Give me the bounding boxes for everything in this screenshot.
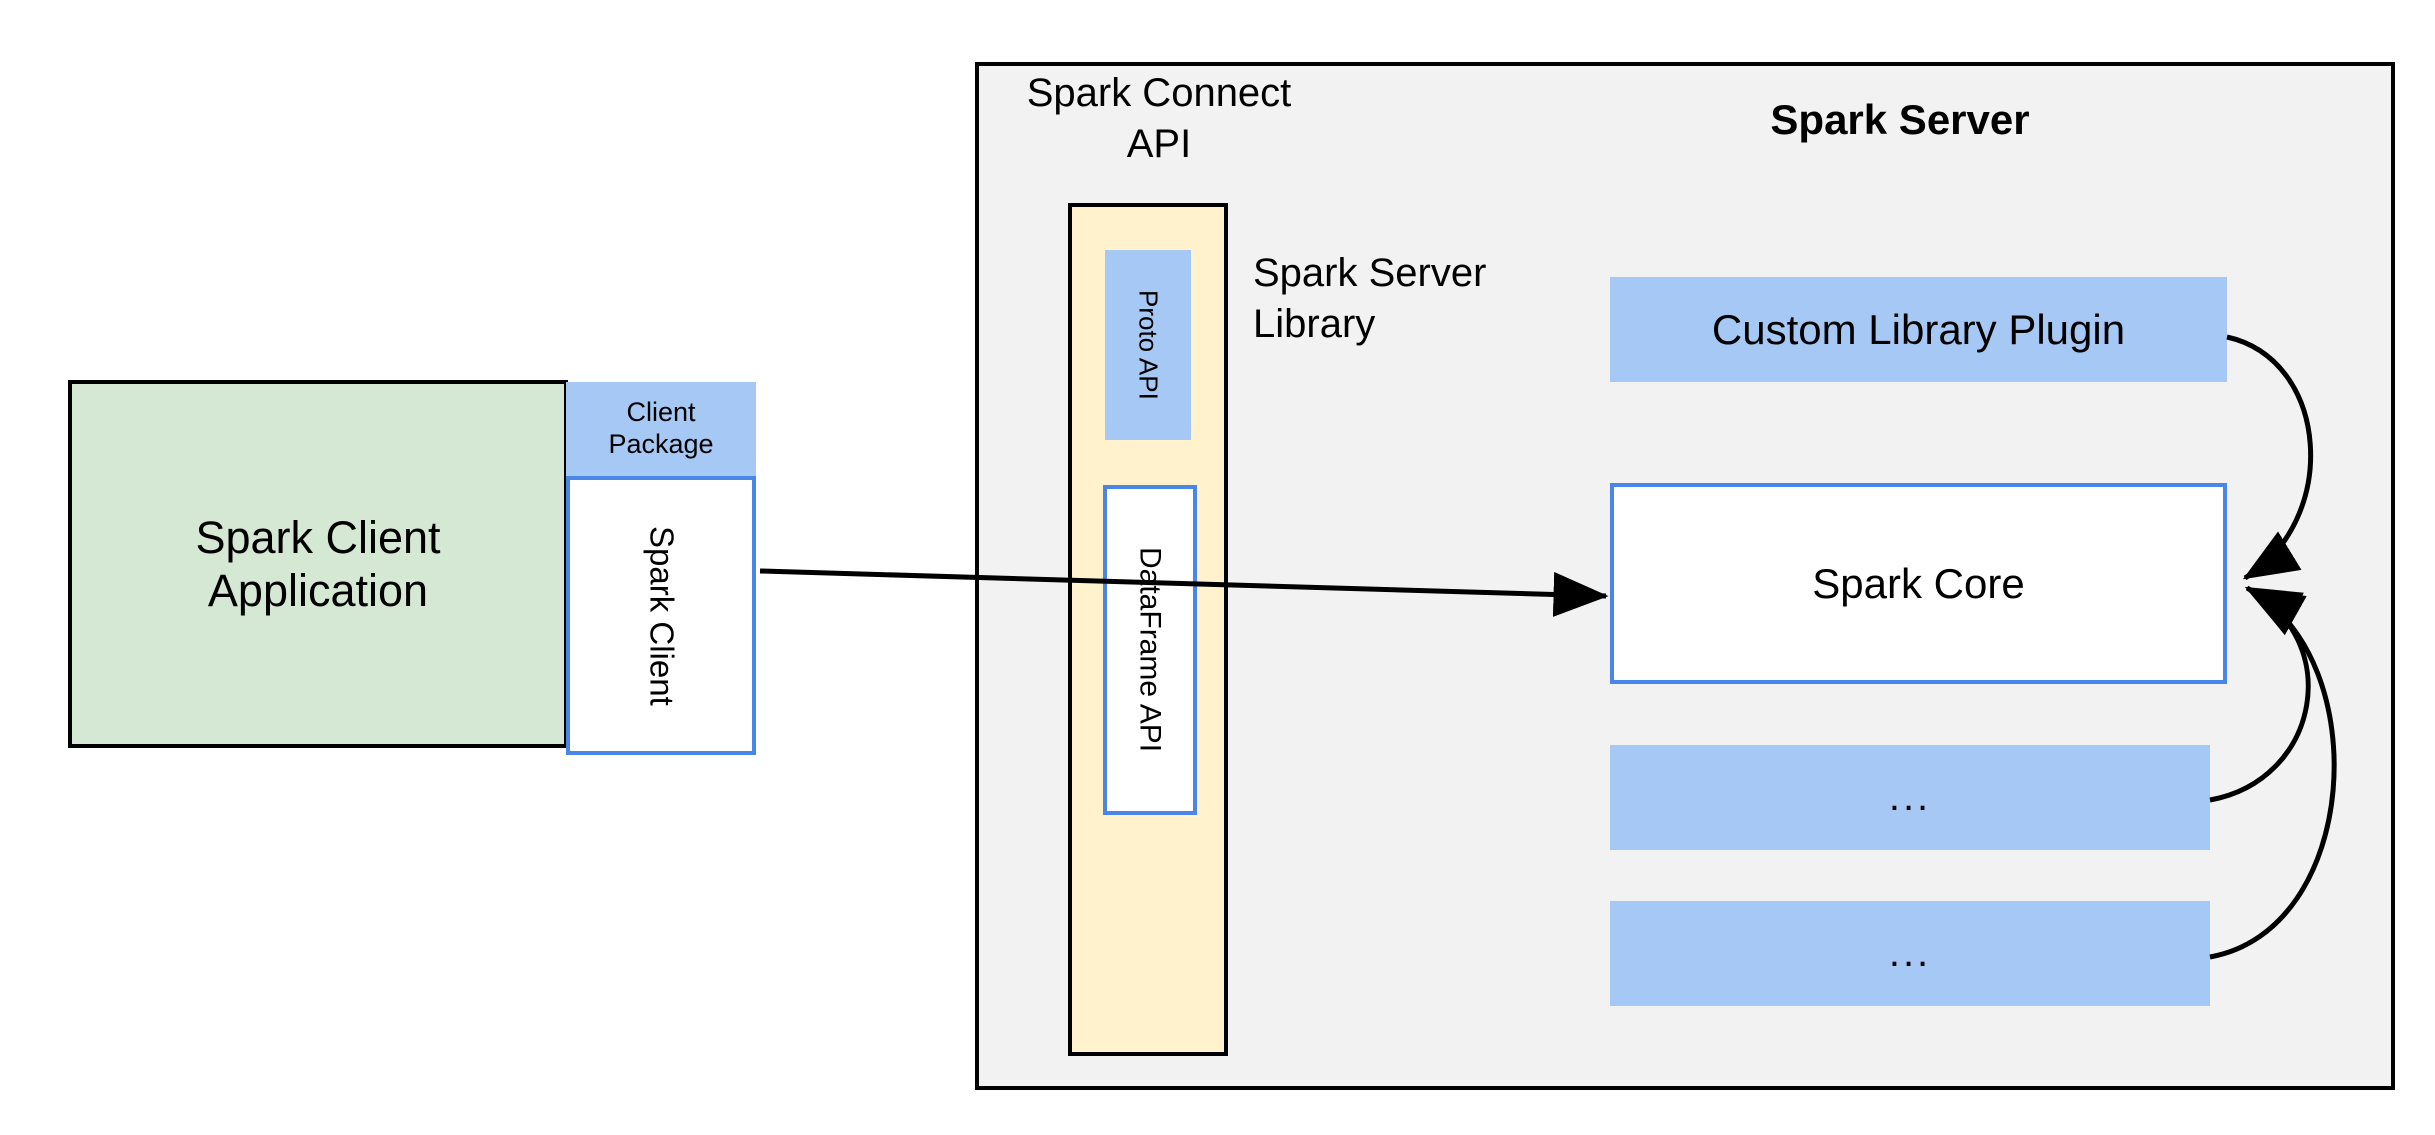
spark-client-block: Spark Client bbox=[566, 476, 756, 755]
spark-server-library-label-line2: Library bbox=[1253, 302, 1376, 347]
proto-api-block: Proto API bbox=[1105, 250, 1191, 440]
spark-connect-api-label-line2: API bbox=[1126, 122, 1192, 167]
spark-server-library-label: Spark Server Library bbox=[1253, 248, 1553, 350]
client-package-label-line2: Package bbox=[608, 429, 714, 459]
spark-server-library-label-line1: Spark Server bbox=[1253, 251, 1487, 295]
custom-library-plugin-block: Custom Library Plugin bbox=[1610, 277, 2227, 382]
spark-server-title: Spark Server bbox=[1770, 96, 2030, 143]
ellipsis-block-2: ... bbox=[1610, 901, 2210, 1006]
spark-connect-api-label: Spark Connect API bbox=[1014, 68, 1304, 170]
proto-api-label: Proto API bbox=[1133, 290, 1164, 400]
spark-connect-api-label-line1: Spark Connect bbox=[1026, 71, 1292, 115]
client-package-block: Client Package bbox=[566, 382, 756, 476]
spark-core-block: Spark Core bbox=[1610, 483, 2227, 684]
client-package-label-line1: Client bbox=[626, 397, 696, 428]
custom-library-plugin-label: Custom Library Plugin bbox=[1711, 305, 2126, 353]
dataframe-api-block: DataFrame API bbox=[1103, 485, 1197, 815]
spark-client-application-block: Spark Client Application bbox=[68, 380, 568, 748]
ellipsis-block-1: ... bbox=[1610, 745, 2210, 850]
ellipsis-label-2: ... bbox=[1888, 930, 1932, 975]
ellipsis-label-1: ... bbox=[1888, 774, 1932, 819]
spark-core-label: Spark Core bbox=[1812, 559, 2025, 607]
dataframe-api-label: DataFrame API bbox=[1133, 547, 1167, 753]
spark-client-application-label-line2: Application bbox=[207, 565, 429, 616]
spark-client-label: Spark Client bbox=[643, 525, 681, 706]
spark-client-application-label-line1: Spark Client bbox=[195, 511, 441, 563]
